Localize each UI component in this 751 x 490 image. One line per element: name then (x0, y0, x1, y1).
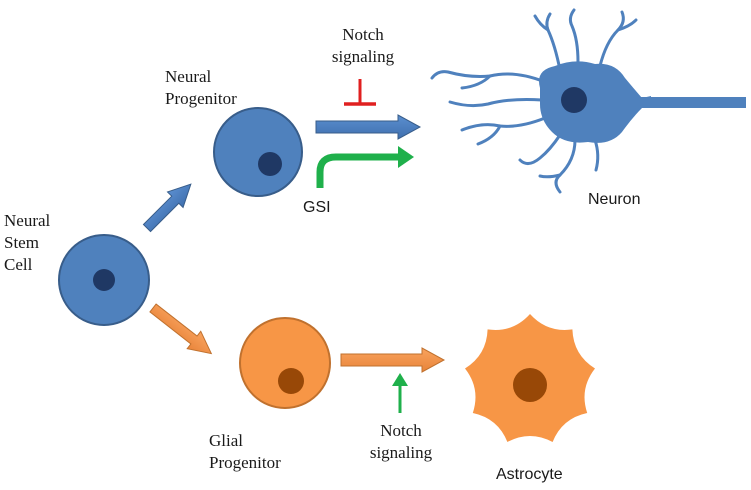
label-line: signaling (369, 443, 433, 462)
neuron-cell (430, 8, 746, 194)
label-line: Progenitor (209, 453, 281, 472)
neural-progenitor-label: Neural Progenitor (165, 66, 237, 110)
arrow-stem-to-neural-progenitor (142, 183, 192, 233)
neural-stem-cell (58, 234, 150, 326)
arrow-progenitor-to-neuron (315, 114, 422, 140)
astrocyte-label: Astrocyte (496, 466, 563, 483)
glial-progenitor-label: Glial Progenitor (209, 430, 281, 474)
gsi-activation-arrow (316, 146, 414, 188)
label-line: Progenitor (165, 89, 237, 108)
arrow-stem-to-glial-progenitor (149, 303, 213, 355)
neural-stem-cell-label: Neural Stem Cell (4, 210, 50, 276)
neuron-label: Neuron (588, 191, 641, 208)
notch-activation-arrow (392, 373, 408, 413)
notch-inhibition-symbol (344, 79, 376, 106)
label-line: Notch (380, 421, 422, 440)
notch-signaling-bottom-label: Notch signaling (362, 420, 440, 464)
label-line: signaling (331, 47, 395, 66)
astrocyte-cell (465, 314, 595, 442)
glial-progenitor-cell (239, 317, 331, 409)
label-line: Stem (4, 233, 39, 252)
label-line: Notch (342, 25, 384, 44)
label-line: Cell (4, 255, 33, 274)
neural-progenitor-cell (213, 107, 303, 197)
notch-signaling-top-label: Notch signaling (326, 24, 400, 68)
label-line: Glial (209, 431, 243, 450)
label-line: Neural (4, 211, 51, 230)
arrow-glial-to-astrocyte (340, 347, 446, 373)
gsi-label: GSI (303, 199, 331, 216)
label-line: Neural (165, 67, 212, 86)
